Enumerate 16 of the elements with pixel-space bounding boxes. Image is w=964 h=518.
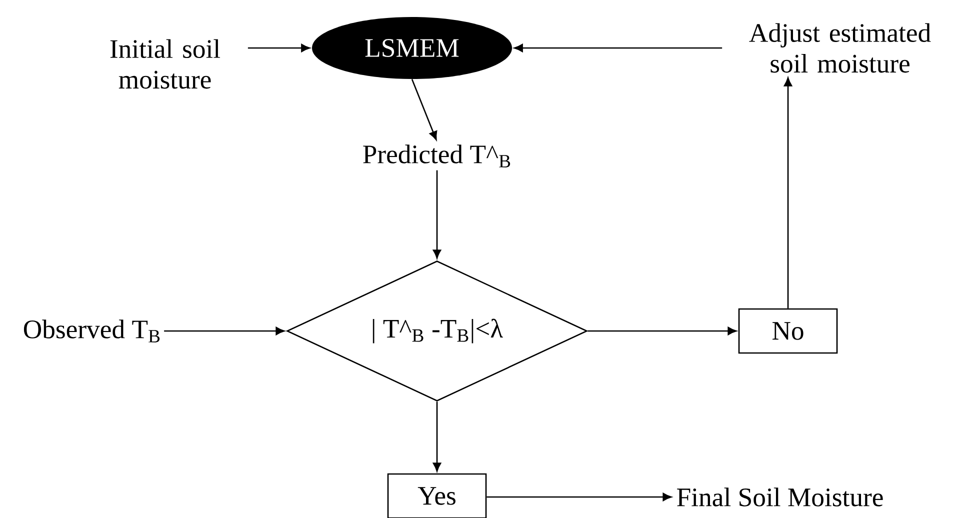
feedback-label: Adjust estimated soil moisture [749,23,931,73]
result-box: No [738,308,838,354]
arrow [411,79,438,140]
arrow [432,402,442,472]
result-box: Yes [387,473,487,518]
arrow [432,170,442,259]
input-label: Initial soil moisture [110,39,220,89]
arrow [486,492,672,502]
output-label: Final Soil Moisture [677,488,883,506]
arrow [248,44,310,52]
output-label: Predicted T^$_{B}$ [363,144,510,168]
arrow [164,326,285,336]
arrow [514,44,722,52]
arrow [784,77,792,308]
arrow [588,326,737,336]
input-label: Observed T$_{B}$ [24,320,160,342]
